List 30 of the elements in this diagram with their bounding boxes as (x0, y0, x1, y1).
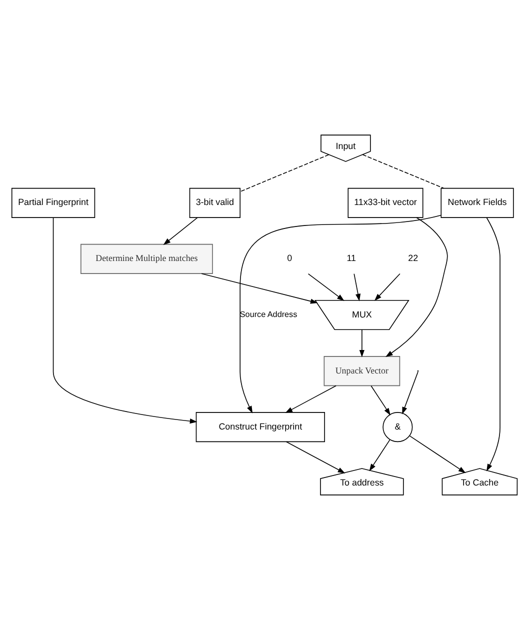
node-circle: & (382, 412, 413, 442)
edge-label: Source Address (240, 310, 298, 320)
arrow (486, 217, 500, 472)
arrow (354, 273, 361, 302)
arrow (285, 385, 336, 413)
arrow (385, 217, 448, 358)
arrow (308, 273, 344, 301)
node-box: 11x33-bit vector (348, 188, 424, 218)
arrow (286, 441, 346, 474)
node-text: 0 (287, 253, 292, 264)
arrow (370, 385, 390, 416)
node-box: Determine Multiple matches (80, 244, 213, 274)
node-box: Unpack Vector (324, 356, 400, 386)
node-box: 3-bit valid (189, 188, 240, 218)
connector (240, 154, 330, 192)
node-box: Network Fields (440, 188, 514, 218)
arrow (409, 436, 466, 474)
node-text: 22 (408, 253, 418, 264)
arrow (369, 439, 390, 472)
node-text: 11 (346, 253, 356, 264)
arrow (359, 329, 364, 358)
node-box: Partial Fingerprint (11, 188, 96, 218)
arrow (52, 217, 198, 424)
arrow (374, 273, 400, 301)
arrow (240, 214, 442, 414)
arrow (402, 372, 418, 414)
arrow (163, 217, 198, 245)
connector (362, 154, 444, 189)
node-box: Construct Fingerprint (196, 412, 325, 442)
arrow (201, 273, 318, 304)
